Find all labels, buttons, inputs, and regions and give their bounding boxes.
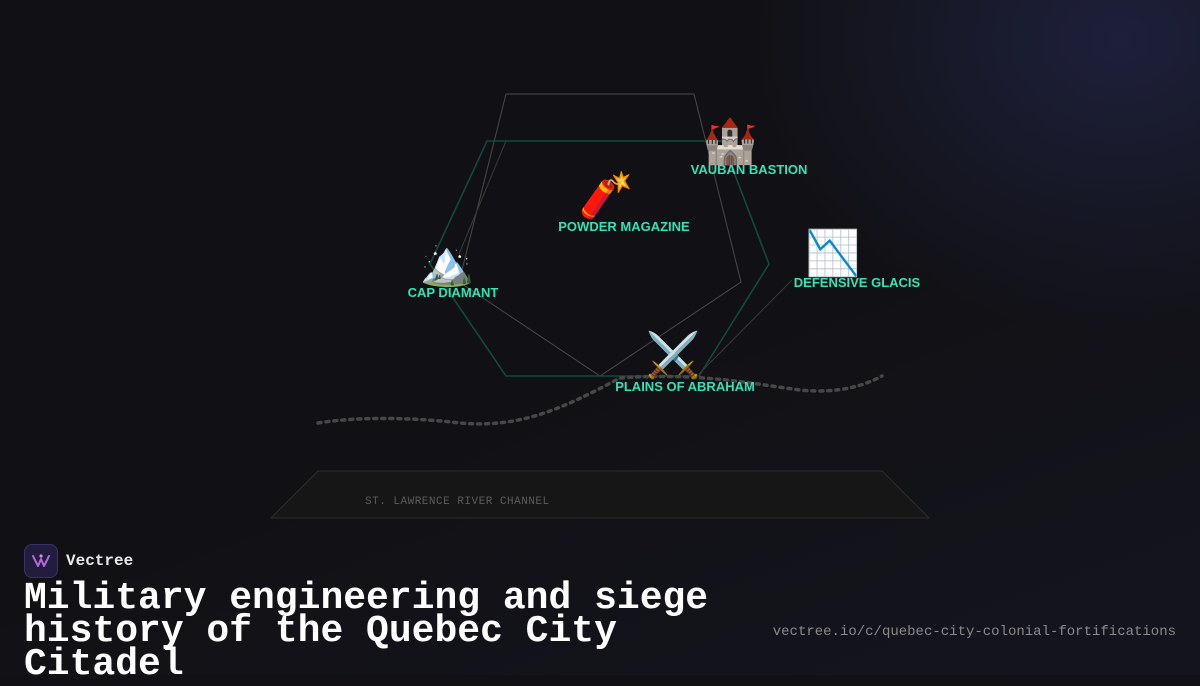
mountain-icon: 🏔️	[420, 239, 475, 288]
hexagon-rampart	[429, 140, 770, 377]
node-defensive-glacis[interactable]: 📉 DEFENSIVE GLACIS	[794, 228, 921, 290]
bastion-outline	[458, 93, 742, 377]
node-label: PLAINS OF ABRAHAM	[615, 379, 755, 394]
page-title: Military engineering and siege history o…	[24, 577, 709, 686]
connector-line	[458, 140, 507, 255]
node-vauban-bastion[interactable]: 🏰 VAUBAN BASTION	[691, 117, 808, 177]
node-label: DEFENSIVE GLACIS	[794, 275, 921, 290]
source-url[interactable]: vectree.io/c/quebec-city-colonial-fortif…	[772, 624, 1176, 640]
chart-decreasing-icon: 📉	[806, 228, 861, 278]
river-channel-label: ST. LAWRENCE RIVER CHANNEL	[365, 496, 550, 508]
brand-name: Vectree	[66, 552, 134, 570]
node-label: CAP DIAMANT	[408, 285, 499, 300]
river-path	[316, 374, 884, 426]
crossed-swords-icon: ⚔️	[646, 330, 701, 380]
connector-line	[698, 279, 793, 375]
node-label: POWDER MAGAZINE	[558, 219, 690, 234]
node-label: VAUBAN BASTION	[691, 162, 808, 177]
river-channel-shape	[269, 470, 931, 519]
node-plains-of-abraham[interactable]: ⚔️ PLAINS OF ABRAHAM	[615, 330, 755, 394]
node-cap-diamant[interactable]: 🏔️ CAP DIAMANT	[408, 239, 499, 300]
vectree-logo-icon	[24, 544, 58, 578]
node-powder-magazine[interactable]: 🧨 POWDER MAGAZINE	[558, 170, 690, 234]
castle-icon: 🏰	[703, 117, 758, 166]
firecracker-icon: 🧨	[579, 170, 634, 220]
brand: Vectree	[24, 544, 133, 578]
